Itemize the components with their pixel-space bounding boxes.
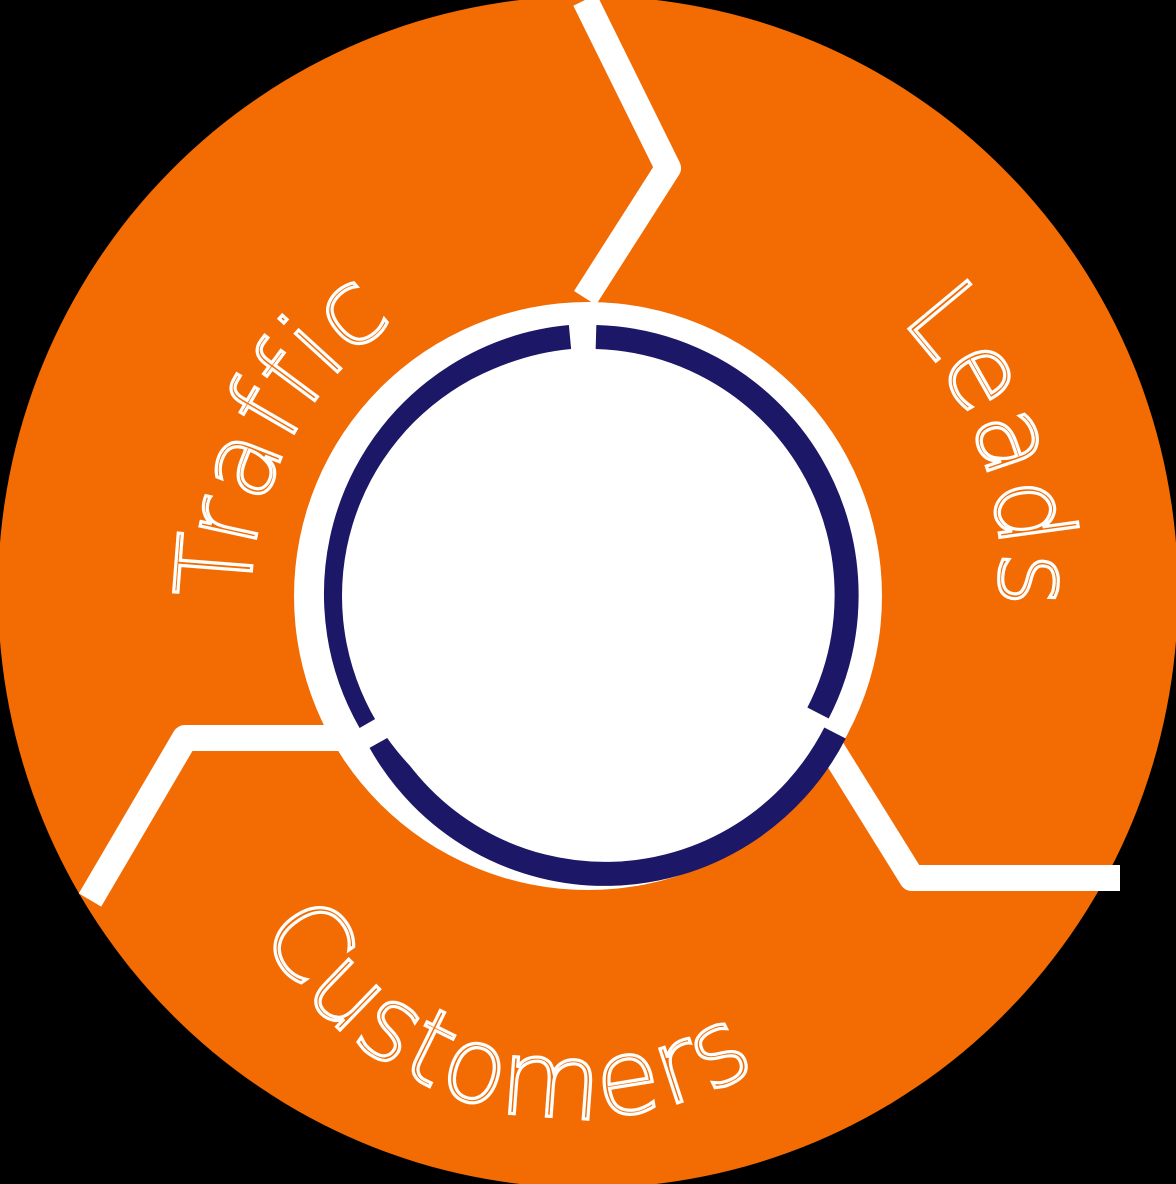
inner-ring-arc-traffic — [323, 325, 572, 728]
center-circle — [342, 350, 834, 842]
separator-top — [573, 0, 681, 305]
segment-separators — [78, 0, 1120, 907]
inner-ring — [323, 325, 859, 886]
separator-left — [78, 725, 340, 907]
separator-right — [813, 731, 1120, 891]
inner-ring-arc-customers — [369, 727, 846, 886]
inner-ring-arc-leads — [595, 325, 859, 719]
